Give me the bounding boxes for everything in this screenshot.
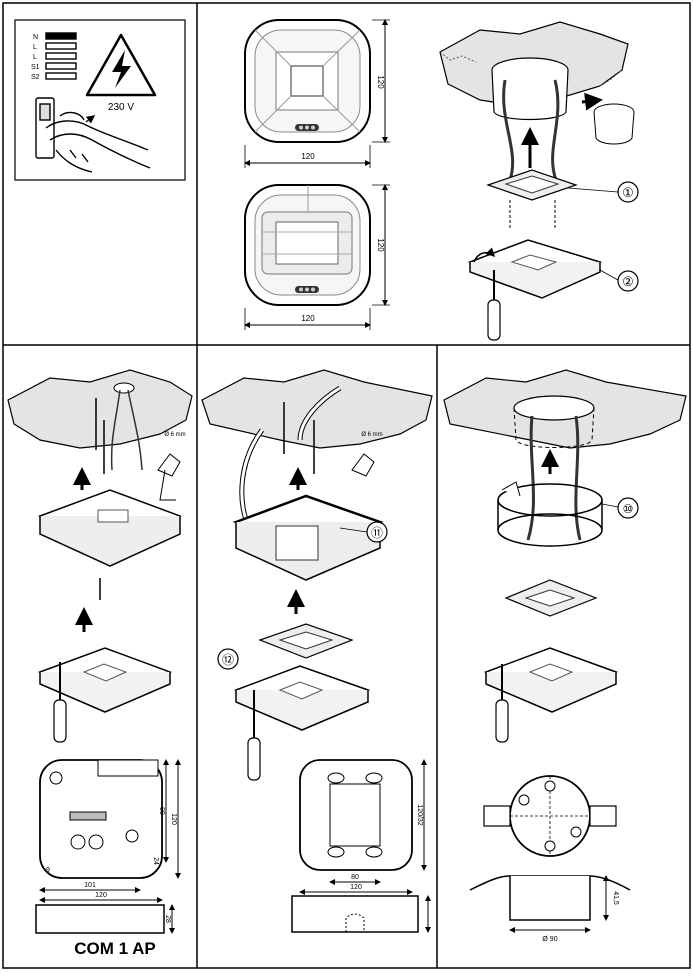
flush-dim-drawing: 80 120 120/32: [291, 759, 431, 933]
flush-h-label: 120/32: [416, 804, 423, 826]
box-dia-label: Ø 90: [542, 936, 557, 943]
callout-1: ①: [622, 185, 634, 200]
callout-12: ⑫: [222, 653, 234, 667]
voltage-label: 230 V: [108, 102, 134, 113]
ap-24-label: 24: [152, 857, 159, 865]
wire-label-s1: S1: [31, 64, 40, 71]
round-cover-view: 120 120: [244, 184, 390, 330]
square-cover-view: 120 120: [244, 19, 390, 168]
callout-11: ⑪: [371, 526, 383, 540]
flush-80-label: 80: [351, 874, 359, 881]
wire-label-s2: S2: [31, 74, 40, 81]
ap-120w-label: 120: [95, 892, 107, 899]
flush-120-label: 120: [350, 884, 362, 891]
round-height-label: 120: [376, 238, 385, 252]
flush-box-panel: ① ②: [439, 21, 639, 341]
adapter-panel: ⑩ Ø 90 41,5: [443, 369, 687, 943]
ap-120h-label: 120: [170, 813, 177, 825]
round-width-label: 120: [301, 314, 315, 323]
conduit-mount-panel: ⑪ Ø 6 mm ⑫ 80 120 120/32: [201, 369, 433, 933]
surface-dim-drawing: 101 120 9 99 120 24 28: [35, 759, 181, 934]
drill-size-1: Ø 6 mm: [164, 432, 185, 438]
wire-label-l2: L: [33, 54, 37, 61]
surface-mount-panel: Ø 6 mm 101 120 9 99 120 24 28: [7, 369, 193, 934]
dimension-panel: 120 120 120 120: [244, 19, 390, 330]
callout-10: ⑩: [623, 502, 634, 516]
sq-width-label: 120: [301, 152, 315, 161]
ap-9-label: 9: [46, 867, 50, 874]
wire-label-n: N: [33, 34, 38, 41]
warning-panel: N L L S1 S2 230 V: [14, 19, 186, 181]
drill-bit-icon: [157, 453, 181, 501]
box-dim-drawing: Ø 90 41,5: [469, 775, 631, 943]
high-voltage-icon: [85, 33, 157, 97]
wire-label-l1: L: [33, 44, 37, 51]
model-caption: COM 1 AP: [74, 939, 156, 958]
callout-2: ②: [622, 274, 634, 289]
sq-height-label: 120: [376, 75, 385, 89]
ap-99-label: 99: [158, 807, 165, 815]
box-depth-label: 41,5: [612, 891, 619, 905]
screwdriver-icon: [473, 247, 501, 341]
ap-101-label: 101: [84, 882, 96, 889]
flush-box-icon: [581, 92, 635, 145]
drill-size-2: Ø 6 mm: [361, 432, 382, 438]
breaker-hand-icon: [35, 97, 151, 173]
wire-legend: [45, 32, 77, 80]
ap-28-label: 28: [164, 915, 171, 923]
